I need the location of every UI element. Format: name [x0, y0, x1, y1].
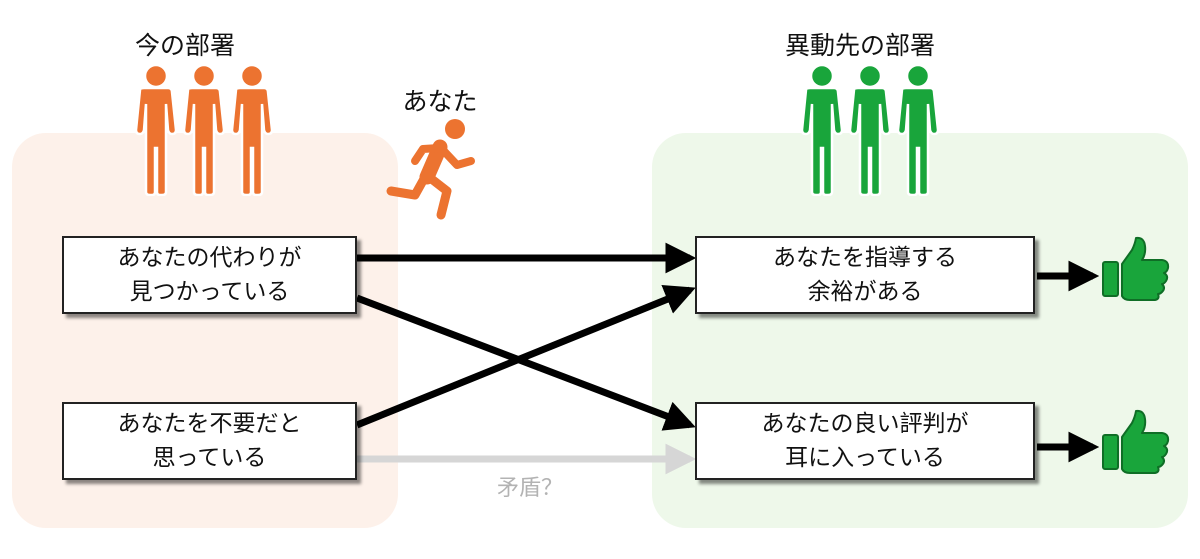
conflict-label: 矛盾？: [496, 476, 563, 501]
box-line: 余裕がある: [807, 279, 923, 305]
reason-box-room-to-mentor: あなたを指導する 余裕がある: [695, 236, 1035, 314]
box-line: あなたを不要だと: [117, 411, 302, 437]
box-line: あなたを指導する: [773, 245, 957, 271]
arrow-unneeded-to-guidance: [355, 284, 696, 429]
running-person-icon: [386, 119, 475, 220]
reason-box-replacement-found: あなたの代わりが 見つかっている: [62, 236, 357, 314]
box-line: あなたの良い評判が: [761, 411, 969, 437]
box-line: あなたの代わりが: [117, 245, 302, 271]
you-label: あなた: [402, 87, 478, 116]
arrow-replacement-to-reputation: [355, 294, 696, 431]
reason-box-considered-unneeded: あなたを不要だと 思っている: [62, 402, 357, 480]
box-line: 思っている: [152, 445, 267, 471]
destination-department-title: 異動先の部署: [784, 31, 935, 60]
thumbs-up-icon: [1102, 409, 1170, 474]
reason-box-good-reputation: あなたの良い評判が 耳に入っている: [695, 402, 1035, 480]
box-line: 耳に入っている: [785, 445, 945, 471]
thumbs-up-icon: [1102, 236, 1170, 301]
current-department-title: 今の部署: [134, 31, 235, 60]
box-line: 見つかっている: [129, 279, 290, 305]
